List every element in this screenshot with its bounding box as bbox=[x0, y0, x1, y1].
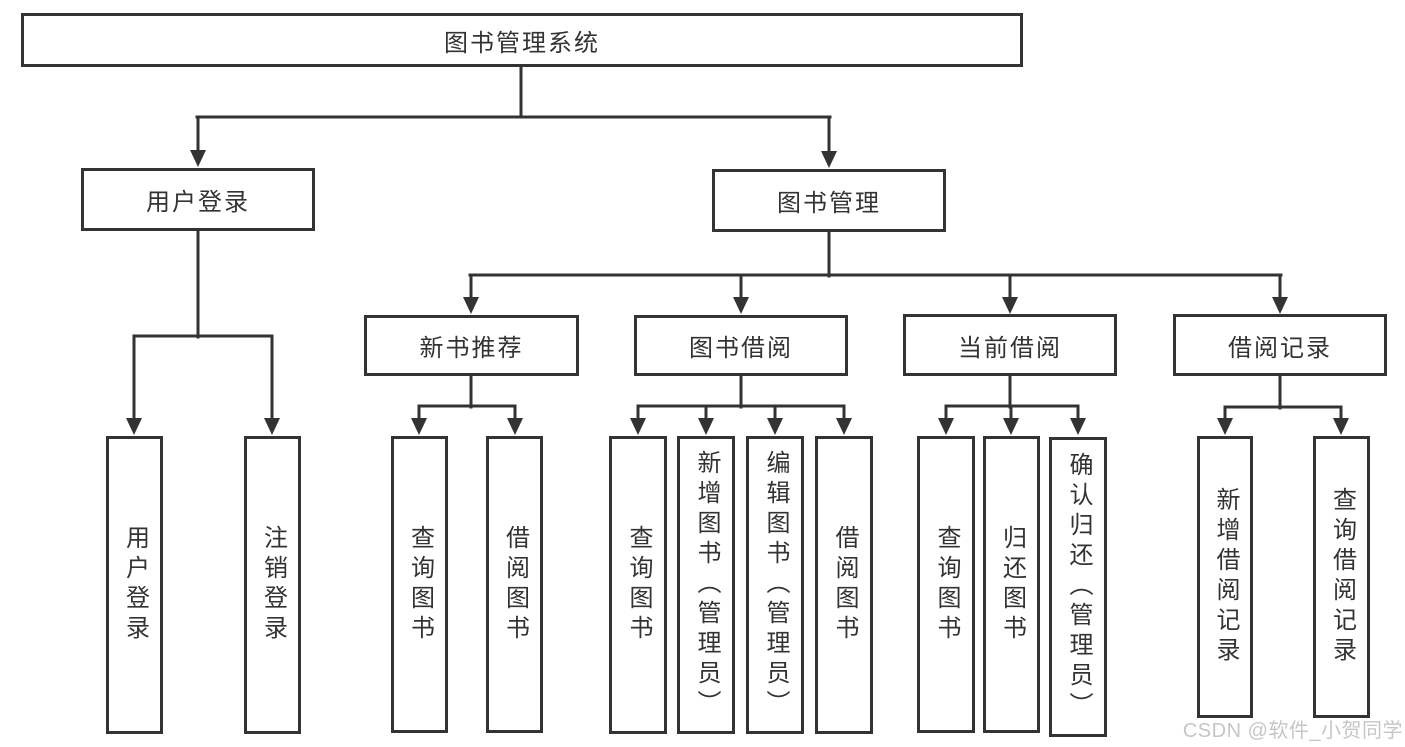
leaf-current-return-books: 归还图书 bbox=[983, 436, 1040, 733]
node-book-management-label: 图书管理 bbox=[777, 190, 881, 217]
node-book-management-system-label: 图书管理系统 bbox=[444, 29, 600, 57]
leaf-current-confirm-return-admin: 确认归还（管理员） bbox=[1049, 437, 1107, 737]
leaf-recommend-query-books: 查询图书 bbox=[391, 436, 448, 733]
leaf-user-login-label: 用户登录 bbox=[121, 525, 149, 645]
node-new-book-recommend-label: 新书推荐 bbox=[419, 335, 524, 362]
node-borrowing-records-label: 借阅记录 bbox=[1228, 334, 1332, 362]
leaf-records-add-record: 新增借阅记录 bbox=[1197, 436, 1253, 718]
leaf-borrowing-query-books-label: 查询图书 bbox=[625, 525, 652, 645]
leaf-borrowing-edit-books-admin-label: 编辑图书（管理员） bbox=[762, 450, 789, 720]
node-user-login: 用户登录 bbox=[81, 168, 315, 231]
leaf-current-return-books-label: 归还图书 bbox=[998, 524, 1026, 645]
leaf-current-query-books: 查询图书 bbox=[917, 436, 975, 733]
leaf-borrowing-query-books: 查询图书 bbox=[609, 436, 667, 734]
node-current-borrowing: 当前借阅 bbox=[903, 314, 1117, 376]
node-current-borrowing-label: 当前借阅 bbox=[958, 334, 1062, 362]
leaf-recommend-query-books-label: 查询图书 bbox=[406, 524, 434, 645]
node-book-borrowing-label: 图书借阅 bbox=[689, 335, 793, 362]
csdn-watermark: CSDN @软件_小贺同学 bbox=[1182, 720, 1403, 742]
node-book-management: 图书管理 bbox=[712, 169, 946, 232]
node-book-borrowing: 图书借阅 bbox=[634, 315, 848, 376]
leaf-borrowing-borrow-books-label: 借阅图书 bbox=[831, 525, 858, 645]
leaf-recommend-borrow-books-label: 借阅图书 bbox=[501, 524, 529, 645]
leaf-recommend-borrow-books: 借阅图书 bbox=[486, 436, 543, 733]
leaf-records-add-record-label: 新增借阅记录 bbox=[1212, 487, 1239, 667]
leaf-logout-login: 注销登录 bbox=[244, 436, 301, 734]
leaf-logout-login-label: 注销登录 bbox=[259, 525, 287, 645]
leaf-records-query-record: 查询借阅记录 bbox=[1313, 436, 1370, 718]
leaf-records-query-record-label: 查询借阅记录 bbox=[1328, 487, 1356, 667]
leaf-borrowing-add-books-admin-label: 新增图书（管理员） bbox=[693, 450, 720, 720]
leaf-user-login: 用户登录 bbox=[106, 436, 163, 734]
node-user-login-label: 用户登录 bbox=[146, 189, 250, 216]
node-new-book-recommend: 新书推荐 bbox=[364, 315, 579, 376]
node-borrowing-records: 借阅记录 bbox=[1173, 314, 1387, 376]
leaf-current-query-books-label: 查询图书 bbox=[933, 524, 960, 645]
leaf-current-confirm-return-admin-label: 确认归还（管理员） bbox=[1065, 452, 1092, 722]
leaf-borrowing-borrow-books: 借阅图书 bbox=[815, 436, 873, 734]
leaf-borrowing-edit-books-admin: 编辑图书（管理员） bbox=[746, 436, 804, 734]
leaf-borrowing-add-books-admin: 新增图书（管理员） bbox=[677, 436, 735, 734]
node-book-management-system: 图书管理系统 bbox=[21, 13, 1023, 67]
